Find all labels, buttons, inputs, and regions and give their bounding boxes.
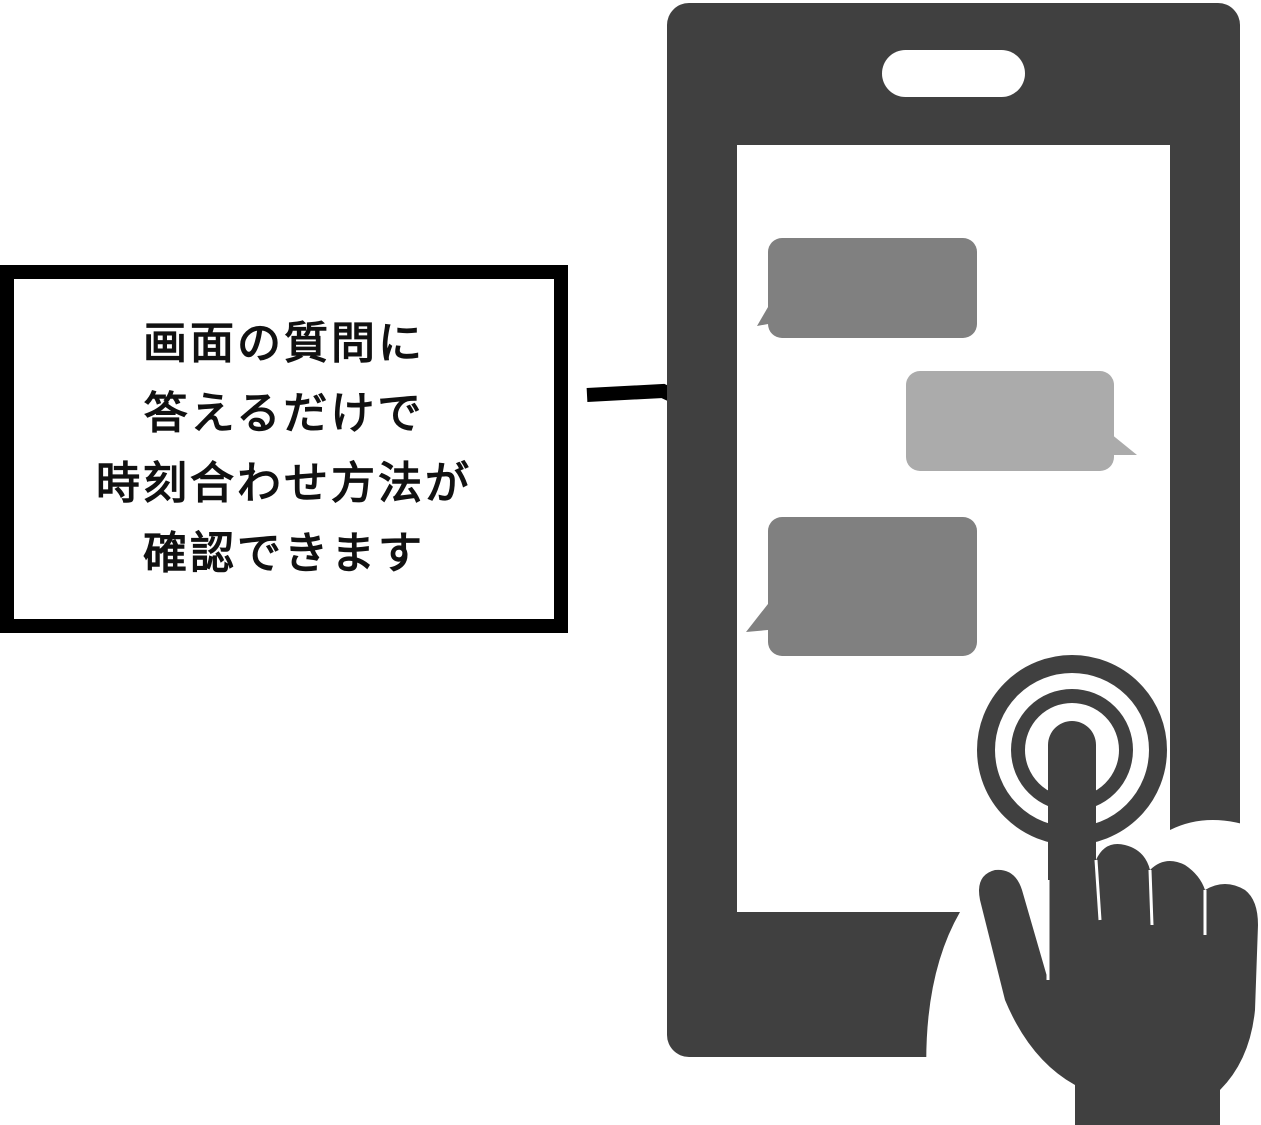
callout-line-1: 画面の質問に — [143, 318, 425, 369]
chat-bubble-icon — [746, 517, 977, 656]
callout-box: 画面の質問に 答えるだけで 時刻合わせ方法が 確認できます — [0, 265, 568, 633]
tap-hand-icon — [926, 655, 1261, 1125]
callout-line-2: 答えるだけで — [143, 388, 425, 439]
callout-line-4: 確認できます — [143, 528, 425, 579]
callout-line-3: 時刻合わせ方法が — [96, 458, 472, 509]
chat-bubble-icon — [906, 371, 1137, 471]
chat-bubble-icon — [757, 238, 977, 338]
phone-speaker — [882, 50, 1025, 97]
